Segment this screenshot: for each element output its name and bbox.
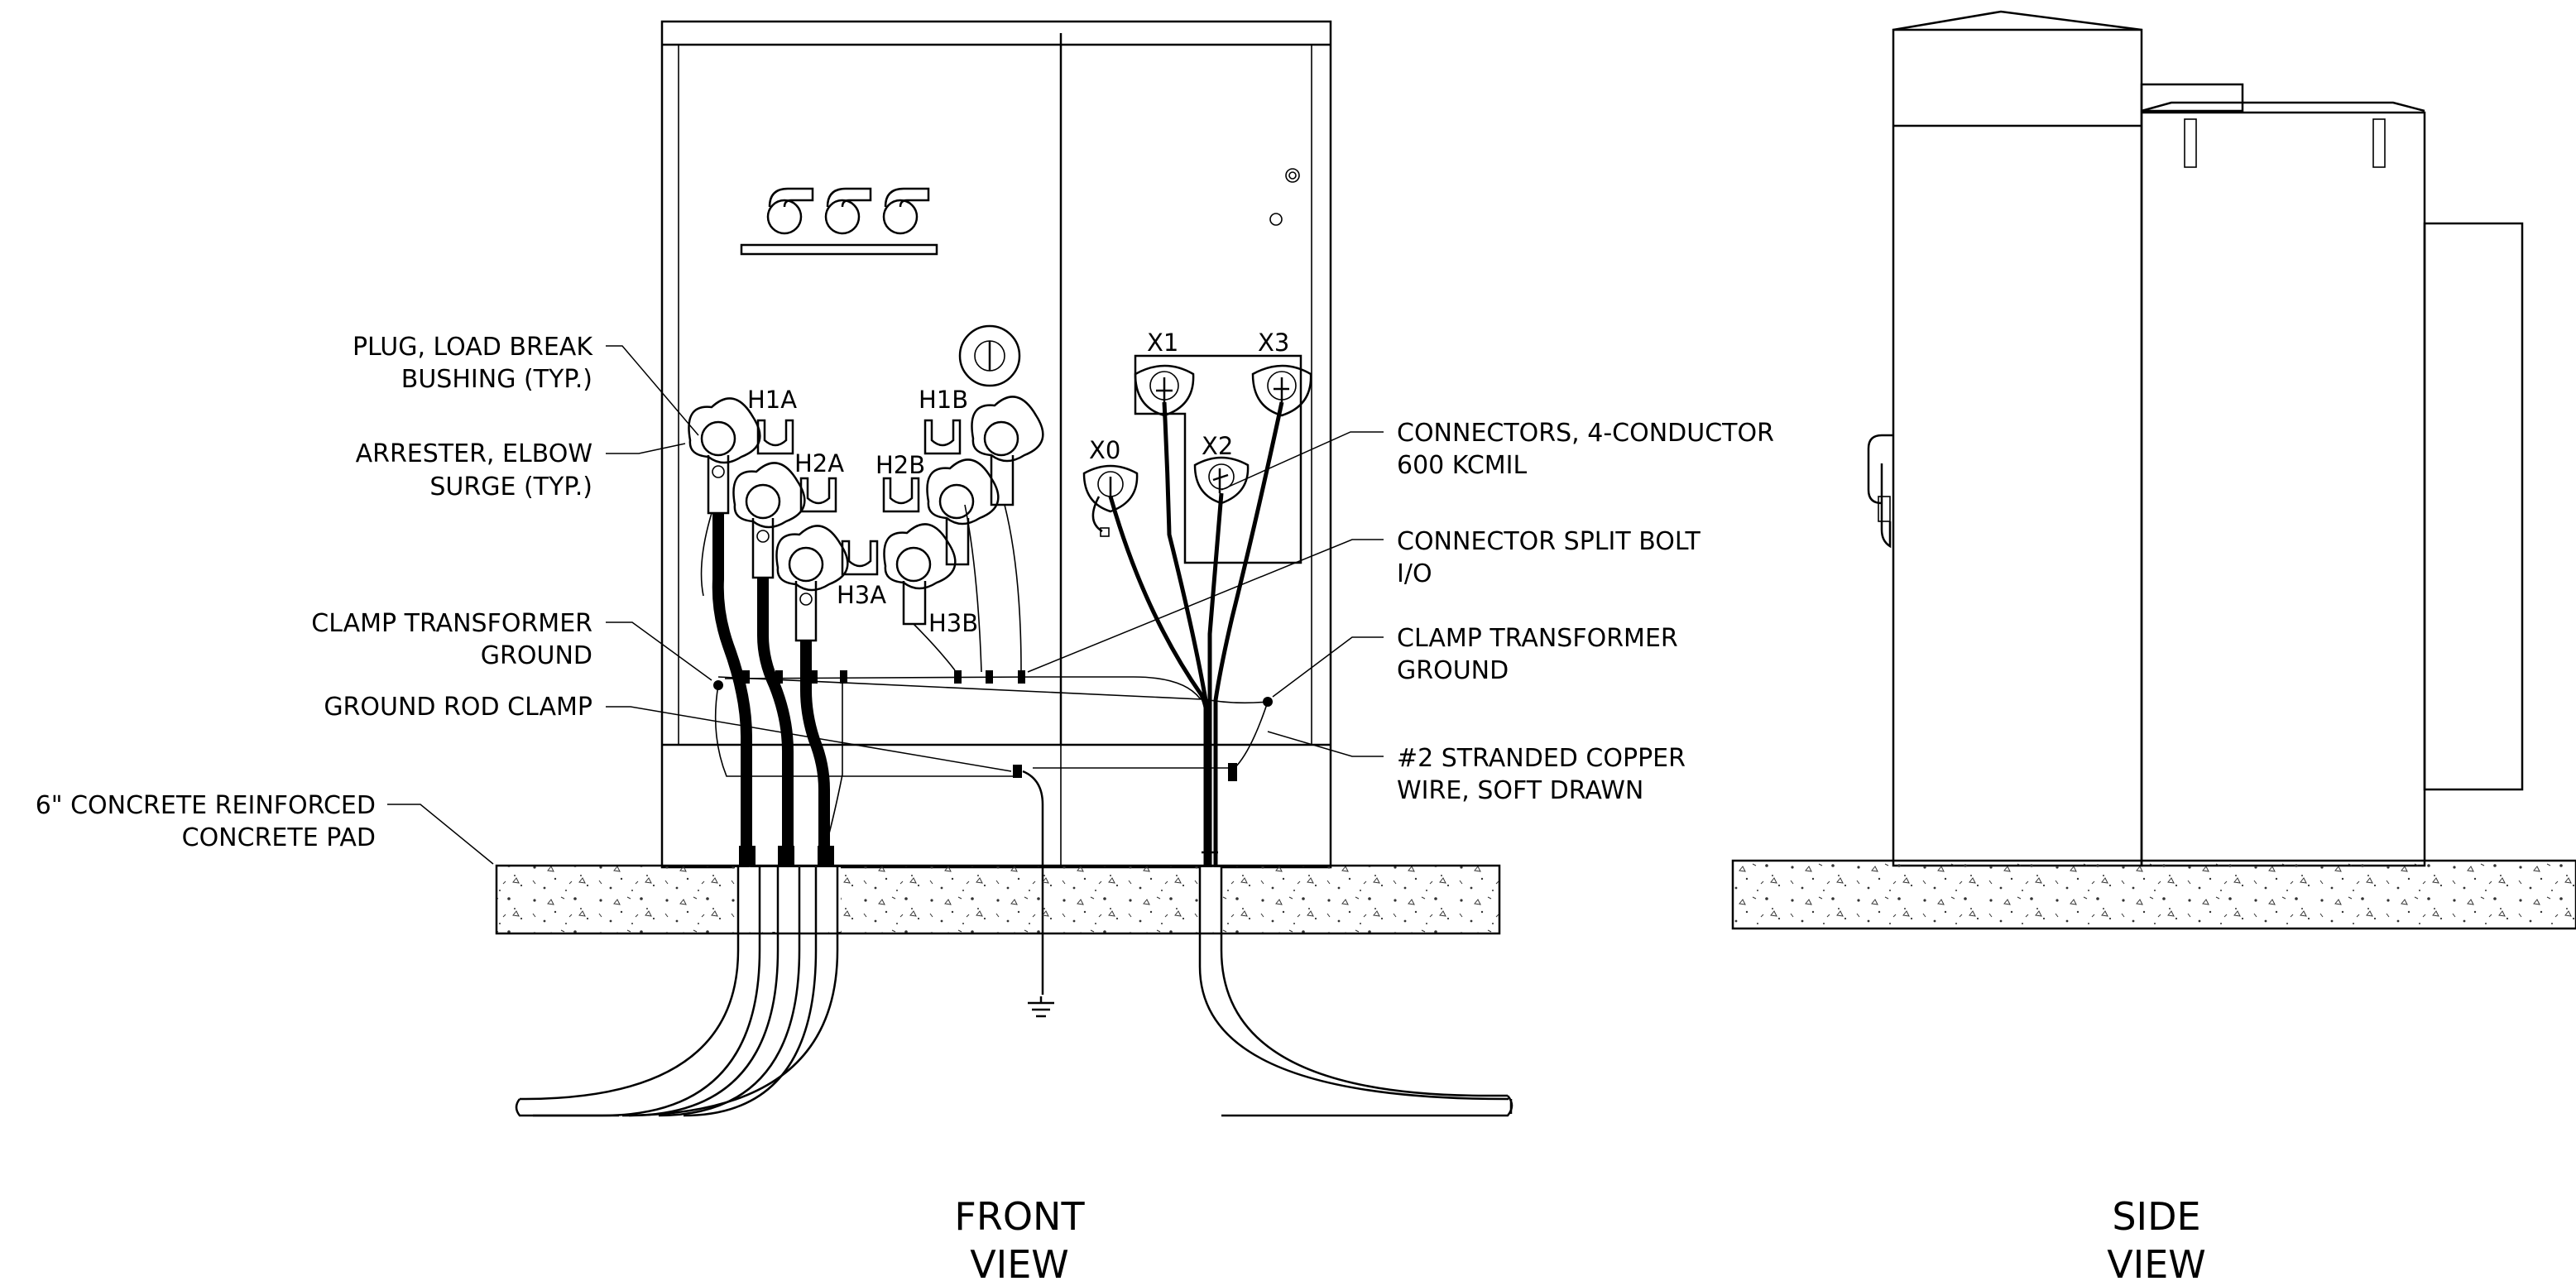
callouts-left: PLUG, LOAD BREAK BUSHING (TYP.) ARRESTER… bbox=[36, 333, 1012, 865]
callout-clamp-right-line-1: CLAMP TRANSFORMER bbox=[1397, 624, 1678, 653]
callout-wire-line-1: #2 STRANDED COPPER bbox=[1397, 744, 1686, 773]
terminal-h1b-label: H1B bbox=[919, 386, 968, 414]
parking-stand-icon bbox=[923, 419, 962, 455]
secondary-compartment bbox=[1082, 354, 1312, 564]
elbow-arrester-icon bbox=[732, 462, 806, 579]
transformer-side-body bbox=[1867, 10, 2524, 867]
side-view-title-line-1: SIDE bbox=[2112, 1194, 2200, 1239]
callout-plug-line-2: BUSHING (TYP.) bbox=[401, 365, 592, 394]
fuse-handle-icon bbox=[882, 187, 930, 235]
ground-symbol-icon bbox=[1028, 996, 1054, 1018]
primary-conduits bbox=[515, 867, 839, 1117]
terminal-x2-label: X2 bbox=[1202, 432, 1233, 460]
secondary-bushing-x0-icon bbox=[1082, 464, 1139, 537]
front-view: H1A H2A H3A H1B H2B H3B X0 X1 X2 X3 PLUG… bbox=[36, 20, 1774, 1286]
side-view: SIDE VIEW bbox=[1731, 10, 2576, 1286]
grounding bbox=[713, 504, 1273, 1018]
callout-plug-line-1: PLUG, LOAD BREAK bbox=[353, 333, 593, 362]
callout-clamp-line-2: GROUND bbox=[481, 641, 592, 670]
fuse-handle-icon bbox=[824, 187, 872, 235]
callout-arrester-line-1: ARRESTER, ELBOW bbox=[356, 439, 592, 468]
terminal-x1-label: X1 bbox=[1147, 329, 1178, 357]
terminal-h2a-label: H2A bbox=[794, 449, 844, 477]
secondary-bushing-x2-icon bbox=[1193, 456, 1250, 505]
terminal-h3b-label: H3B bbox=[928, 609, 978, 637]
callout-arrester-line-2: SURGE (TYP.) bbox=[429, 473, 592, 501]
parking-stand-icon bbox=[882, 477, 920, 513]
secondary-bushing-x3-icon bbox=[1251, 364, 1312, 417]
terminal-h3a-label: H3A bbox=[837, 581, 886, 609]
callout-split-bolt-line-2: I/O bbox=[1397, 559, 1432, 588]
parking-stand-icon bbox=[756, 419, 794, 455]
door-handle-icon bbox=[1867, 434, 1893, 549]
terminal-x3-label: X3 bbox=[1258, 329, 1289, 357]
callout-pad-line-1: 6" CONCRETE REINFORCED bbox=[36, 791, 376, 820]
parking-stands bbox=[756, 419, 962, 576]
terminal-h1a-label: H1A bbox=[747, 386, 797, 414]
callout-connectors-line-1: CONNECTORS, 4-CONDUCTOR bbox=[1397, 419, 1774, 448]
elbow-arrester-icon bbox=[688, 397, 761, 515]
parking-stand-icon bbox=[841, 540, 879, 576]
callouts-right: CONNECTORS, 4-CONDUCTOR 600 KCMIL CONNEC… bbox=[1027, 419, 1774, 805]
callout-wire-line-2: WIRE, SOFT DRAWN bbox=[1397, 776, 1643, 805]
fuse-handles bbox=[740, 187, 938, 256]
load-break-switch-icon bbox=[958, 324, 1021, 387]
concrete-pad-front bbox=[495, 864, 1501, 935]
primary-cables bbox=[700, 512, 834, 866]
terminal-h2b-label: H2B bbox=[875, 451, 925, 479]
callout-ground-rod-clamp: GROUND ROD CLAMP bbox=[324, 693, 592, 722]
parking-stand-icon bbox=[799, 477, 837, 513]
terminal-labels: H1A H2A H3A H1B H2B H3B X0 X1 X2 X3 bbox=[747, 329, 1289, 637]
side-view-title-line-2: VIEW bbox=[2107, 1242, 2206, 1286]
callout-clamp-line-1: CLAMP TRANSFORMER bbox=[311, 609, 592, 638]
secondary-cables bbox=[1108, 401, 1284, 866]
fuse-handle-icon bbox=[766, 187, 814, 235]
secondary-bushing-x1-icon bbox=[1134, 364, 1195, 417]
front-view-title-line-2: VIEW bbox=[970, 1242, 1069, 1286]
terminal-x0-label: X0 bbox=[1089, 436, 1120, 464]
bushing-insert-icon bbox=[971, 396, 1044, 506]
concrete-pad-side bbox=[1731, 859, 2576, 930]
callout-pad-line-2: CONCRETE PAD bbox=[182, 823, 376, 852]
secondary-conduit bbox=[1198, 851, 1513, 1117]
callout-clamp-right-line-2: GROUND bbox=[1397, 656, 1509, 685]
front-view-title-line-1: FRONT bbox=[954, 1194, 1085, 1239]
bushing-insert-icon bbox=[926, 458, 1000, 566]
callout-split-bolt-line-1: CONNECTOR SPLIT BOLT bbox=[1397, 527, 1701, 556]
callout-connectors-line-2: 600 KCMIL bbox=[1397, 451, 1528, 480]
